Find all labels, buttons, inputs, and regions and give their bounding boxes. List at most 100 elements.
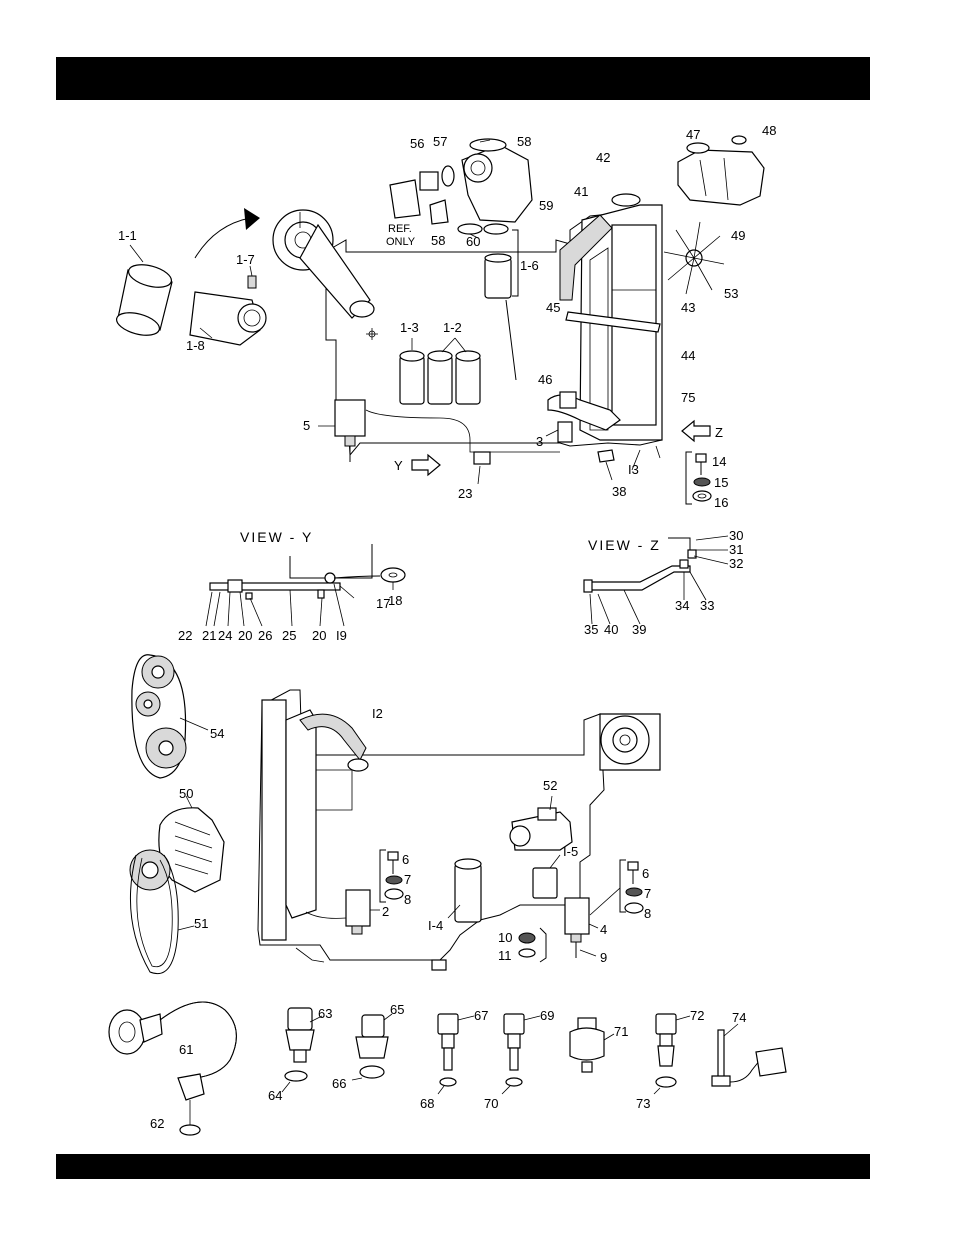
sensor-71 [570,1018,614,1072]
label-34: 34 [675,598,689,613]
label-68: 68 [420,1096,434,1111]
callout-labels: 1-1 1-7 1-8 56 57 58 59 58 60 1-6 REF. O… [118,123,776,1131]
label-62: 62 [150,1116,164,1131]
label-1-2: 1-2 [443,320,462,335]
label-48: 48 [762,123,776,138]
label-6-right: 6 [642,866,649,881]
label-8-right: 8 [644,906,651,921]
label-41: 41 [574,184,588,199]
label-23: 23 [458,486,472,501]
part-i-4-filter [448,859,481,922]
label-19: I9 [336,628,347,643]
label-58-top: 58 [517,134,531,149]
label-67: 67 [474,1008,488,1023]
label-2: 2 [382,904,389,919]
part-1-1-filter-element [114,261,174,340]
hardware-6-7-8-right [590,860,643,915]
label-33: 33 [700,598,714,613]
label-52: 52 [543,778,557,793]
label-8-left: 8 [404,892,411,907]
label-13: I3 [628,462,639,477]
label-15: 15 [714,475,728,490]
label-60: 60 [466,234,480,249]
hardware-10-11 [519,928,546,962]
label-14: 14 [712,454,726,469]
label-51: 51 [194,916,208,931]
label-39: 39 [632,622,646,637]
label-61: 61 [179,1042,193,1057]
label-5: 5 [303,418,310,433]
label-18: 18 [388,593,402,608]
label-9: 9 [600,950,607,965]
label-21: 21 [202,628,216,643]
part-i-5-solenoid [533,855,560,898]
label-12: I2 [372,706,383,721]
label-1-3: 1-3 [400,320,419,335]
fan-53 [664,222,724,294]
sensor-69 [502,1014,540,1094]
crosshair-mark [366,328,378,340]
label-1-6: 1-6 [520,258,539,273]
expansion-tank-49 [678,136,764,205]
label-30: 30 [729,528,743,543]
alternator-50 [130,796,224,892]
label-66: 66 [332,1076,346,1091]
sensor-61-cable [109,1002,236,1135]
label-view-y: VIEW - Y [240,529,313,545]
sensor-63 [282,1008,322,1092]
label-16: 16 [714,495,728,510]
label-47: 47 [686,127,700,142]
label-72: 72 [690,1008,704,1023]
belt-54 [132,655,208,778]
direction-arrow [195,208,260,258]
label-only: ONLY [386,236,416,248]
label-35: 35 [584,622,598,637]
view-z-arrow [682,421,710,441]
label-31: 31 [729,542,743,557]
label-7-left: 7 [404,872,411,887]
engine-mount-2 [346,890,380,934]
label-ref: REF. [388,223,412,235]
label-11: 11 [498,948,512,963]
engine-mount-4 [565,898,598,958]
label-44: 44 [681,348,695,363]
mount-bottom-center [432,960,446,970]
starter-motor-52 [510,796,572,850]
label-20-left: 20 [238,628,252,643]
label-57: 57 [433,134,447,149]
label-22: 22 [178,628,192,643]
label-64: 64 [268,1088,282,1103]
label-42: 42 [596,150,610,165]
label-10: 10 [498,930,512,945]
hardware-6-7-8-left [380,850,403,902]
label-74: 74 [732,1010,746,1025]
label-i-4: I-4 [428,918,443,933]
label-3: 3 [536,434,543,449]
part-1-8-air-cleaner-housing [190,276,266,345]
label-1-1: 1-1 [118,228,137,243]
sensor-72 [654,1014,690,1094]
label-54: 54 [210,726,224,741]
sensor-67 [438,1014,474,1094]
label-24: 24 [218,628,232,643]
label-59: 59 [539,198,553,213]
sensor-74 [712,1024,786,1086]
label-y-arrow: Y [394,458,403,473]
label-4: 4 [600,922,607,937]
label-73: 73 [636,1096,650,1111]
view-y-assembly [206,544,405,626]
label-56: 56 [410,136,424,151]
hardware-14-15-16 [686,452,711,504]
label-20-right: 20 [312,628,326,643]
label-43: 43 [681,300,695,315]
engine-mount-5 [318,400,365,462]
label-71: 71 [614,1024,628,1039]
label-69: 69 [540,1008,554,1023]
label-7-right: 7 [644,886,651,901]
filters-1-2-1-3 [400,338,480,404]
label-65: 65 [390,1002,404,1017]
label-49: 49 [731,228,745,243]
label-i-5: I-5 [563,844,578,859]
mount-3 [546,422,572,442]
